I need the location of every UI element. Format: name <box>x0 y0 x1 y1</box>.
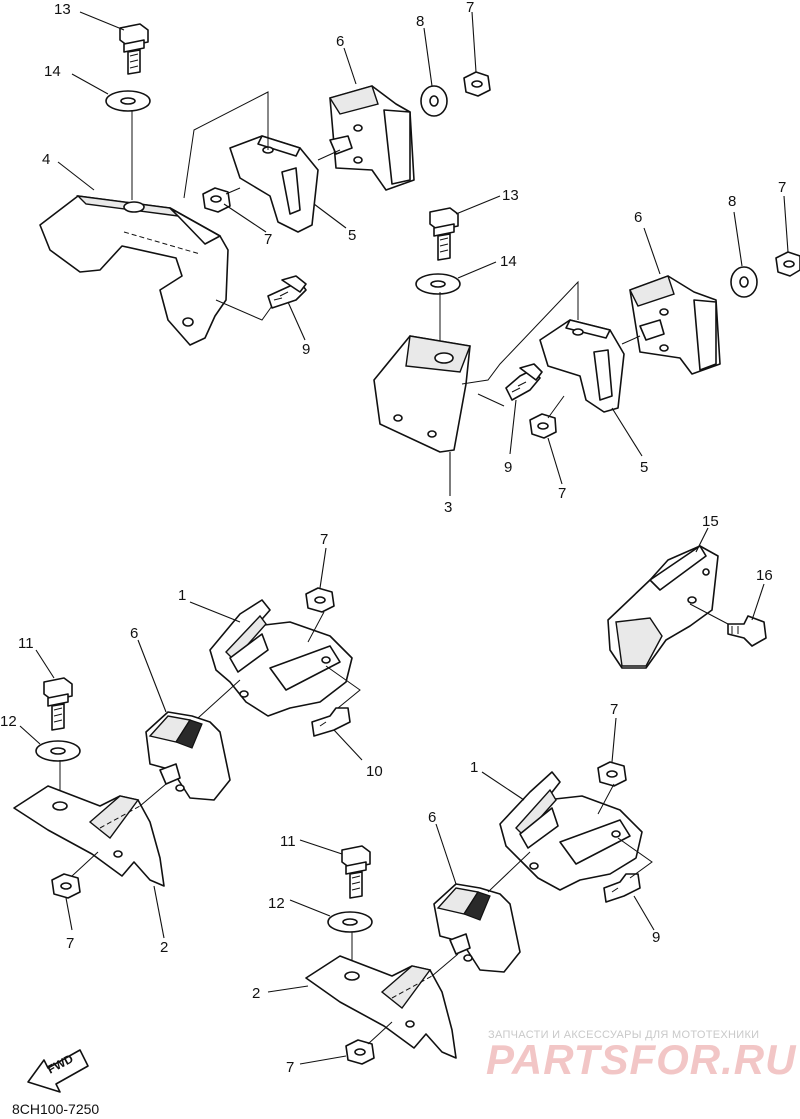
diagram-code: 8CH100-7250 <box>12 1101 99 1117</box>
bolt-11-left[interactable] <box>43 677 73 731</box>
callout-2: 2 <box>160 939 168 956</box>
assembly-line-h <box>621 335 641 345</box>
assembly-line-n <box>71 851 99 877</box>
bolt-10[interactable] <box>311 707 351 737</box>
assembly-line-o <box>597 783 615 815</box>
damper-6-lower[interactable] <box>433 883 521 973</box>
mount-bracket-5-top[interactable] <box>229 135 319 233</box>
nut-7-top[interactable] <box>463 71 491 97</box>
callout-13: 13 <box>54 1 71 18</box>
nut-7-top-left[interactable] <box>202 187 231 213</box>
damper-6-right[interactable] <box>629 275 721 375</box>
callout-9: 9 <box>652 929 660 946</box>
callout-14: 14 <box>500 253 517 270</box>
washer-14-right[interactable] <box>415 273 461 295</box>
callout-1: 1 <box>178 587 186 604</box>
callout-12: 12 <box>268 895 285 912</box>
damper-6-top[interactable] <box>328 85 415 191</box>
callout-2: 2 <box>252 985 260 1002</box>
washer-8-top[interactable] <box>420 85 448 117</box>
bolt-9-right[interactable] <box>505 363 543 401</box>
assembly-line-s <box>367 1021 393 1045</box>
callout-6: 6 <box>336 33 344 50</box>
bracket-2-left[interactable] <box>13 785 165 887</box>
callout-7: 7 <box>286 1059 294 1076</box>
watermark-logo: PARTSFOR.RU <box>486 1036 797 1083</box>
assembly-line-a <box>183 91 269 199</box>
washer-8-right[interactable] <box>730 266 758 298</box>
assembly-line-r <box>617 837 653 879</box>
bolt-9-top[interactable] <box>267 275 307 309</box>
bolt-16[interactable] <box>727 615 767 647</box>
bracket-4[interactable] <box>39 195 229 346</box>
bracket-1-right[interactable] <box>499 771 643 891</box>
fwd-arrow: FWD <box>27 1049 89 1093</box>
callout-5: 5 <box>348 227 356 244</box>
callout-6: 6 <box>634 209 642 226</box>
callout-leaders <box>19 11 789 1065</box>
bolt-9-lower[interactable] <box>603 873 641 903</box>
callout-5: 5 <box>640 459 648 476</box>
callout-11: 11 <box>280 833 296 850</box>
washer-12-left[interactable] <box>35 740 81 762</box>
bracket-1-left[interactable] <box>209 599 353 717</box>
nut-7-lower-right[interactable] <box>597 761 627 787</box>
assembly-line-l <box>139 783 167 807</box>
assembly-line-c <box>317 149 341 161</box>
bolt-13-right[interactable] <box>429 207 459 261</box>
callout-6: 6 <box>428 809 436 826</box>
washer-14-top[interactable] <box>105 90 151 112</box>
mount-bracket-5-right[interactable] <box>539 319 625 413</box>
assembly-line-q <box>431 953 459 977</box>
watermark-tagline: ЗАПЧАСТИ И АКСЕССУАРЫ ДЛЯ МОТОТЕХНИКИ <box>488 1029 759 1041</box>
bolt-13-top[interactable] <box>119 23 149 75</box>
callout-6: 6 <box>130 625 138 642</box>
callout-14: 14 <box>44 63 61 80</box>
callout-9: 9 <box>302 341 310 358</box>
callout-7: 7 <box>466 0 474 16</box>
callout-7: 7 <box>558 485 566 502</box>
callout-15: 15 <box>702 513 719 530</box>
assembly-line-b <box>225 187 241 195</box>
bracket-2-lower[interactable] <box>305 955 457 1059</box>
callout-7: 7 <box>264 231 272 248</box>
assembly-line-p <box>487 851 531 893</box>
nut-7-mid[interactable] <box>305 587 335 613</box>
callout-7: 7 <box>320 531 328 548</box>
callout-labels: 13 14 4 6 8 7 7 5 9 13 14 6 8 7 9 7 5 3 … <box>0 0 786 1076</box>
callout-7: 7 <box>778 179 786 196</box>
bolt-11-lower[interactable] <box>341 845 371 899</box>
assembly-line-d <box>215 299 273 321</box>
callout-12: 12 <box>0 713 17 730</box>
callout-8: 8 <box>728 193 736 210</box>
assembly-line-f <box>477 393 505 407</box>
callout-8: 8 <box>416 13 424 30</box>
assembly-line-k <box>197 679 241 719</box>
callout-13: 13 <box>502 187 519 204</box>
callout-16: 16 <box>756 567 773 584</box>
callout-4: 4 <box>42 151 50 168</box>
nut-7-lower-bottom[interactable] <box>345 1039 375 1065</box>
cover-15[interactable] <box>607 545 719 669</box>
nut-7-left-bottom[interactable] <box>51 873 81 899</box>
callout-11: 11 <box>18 635 34 652</box>
callout-7: 7 <box>610 701 618 718</box>
assembly-line-g <box>547 395 565 419</box>
callout-3: 3 <box>444 499 452 516</box>
bracket-3[interactable] <box>373 335 471 453</box>
callout-9: 9 <box>504 459 512 476</box>
washer-12-lower[interactable] <box>327 911 373 933</box>
callout-7: 7 <box>66 935 74 952</box>
assembly-line-m <box>325 665 361 709</box>
callout-1: 1 <box>470 759 478 776</box>
assembly-line-e <box>461 280 579 385</box>
assembly-line-j <box>307 611 325 643</box>
damper-6-left[interactable] <box>145 711 231 801</box>
nut-7-right-lower[interactable] <box>529 413 557 439</box>
callout-10: 10 <box>366 763 383 780</box>
assembly-line-i <box>689 603 729 625</box>
nut-7-right[interactable] <box>775 251 800 277</box>
